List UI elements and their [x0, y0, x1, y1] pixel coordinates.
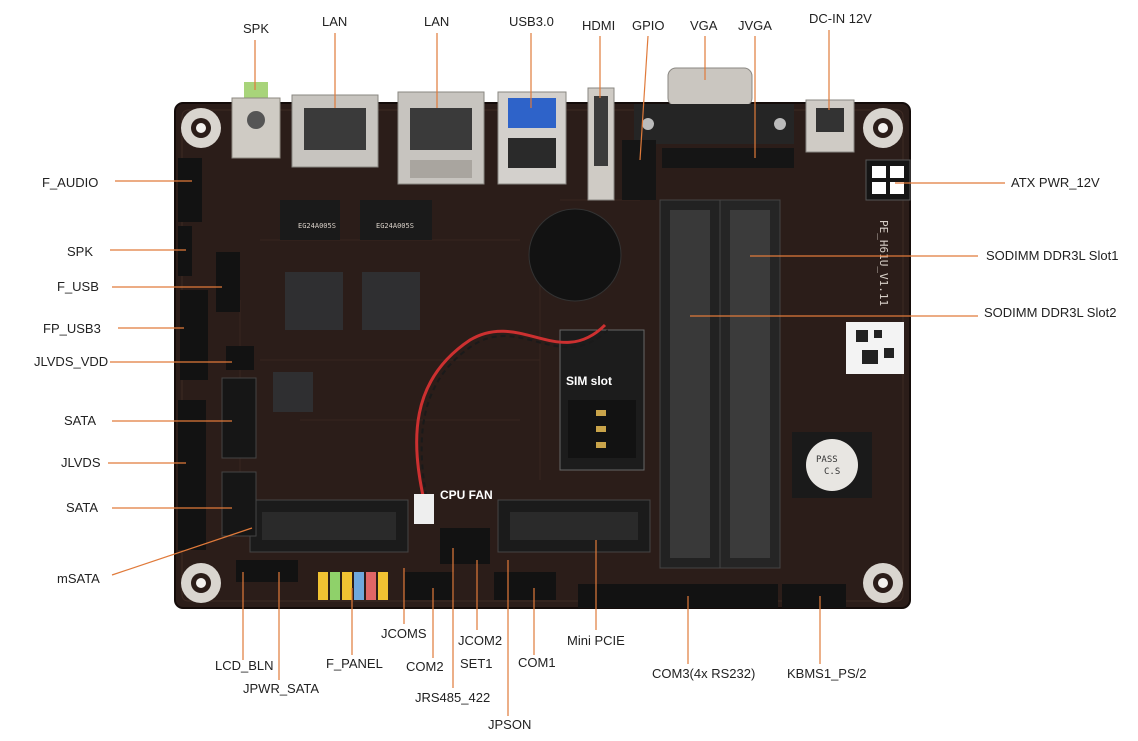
cmos-battery: [528, 208, 622, 302]
f-usb-header: [216, 252, 240, 312]
jlvds-vdd-header: [226, 346, 254, 370]
cpu-fan-cable: [415, 323, 607, 506]
label-com1: COM1: [518, 655, 556, 670]
mini-pcie-slot: [497, 499, 651, 553]
usb3-port: [497, 91, 567, 185]
cpu-fan-connector: [414, 494, 434, 524]
label-jcoms: JCOMS: [381, 626, 427, 641]
f-audio-header: [178, 158, 202, 222]
cs-sticker-text: C.S: [824, 467, 840, 477]
board-model-text: PE_H61U_V1.11: [877, 220, 890, 306]
jcom2-header: [440, 528, 490, 564]
label-f-panel: F_PANEL: [326, 656, 383, 671]
controller-chip-2: [362, 272, 420, 330]
label-mini-pcie: Mini PCIE: [567, 633, 625, 648]
label-atx-pwr: ATX PWR_12V: [1011, 175, 1100, 190]
kbms-header: [782, 584, 846, 608]
msata-slot: [249, 499, 409, 553]
lan-chip-2: EG24A005S: [360, 200, 432, 240]
spk-header: [178, 226, 192, 276]
sim-slot-label: SIM slot: [566, 374, 613, 388]
sodimm-slot-2: [659, 199, 721, 569]
label-dc-in: DC-IN 12V: [809, 11, 872, 26]
controller-chip-3: [273, 372, 313, 412]
leader-lines: [108, 30, 1005, 716]
label-hdmi: HDMI: [582, 18, 616, 33]
label-set1: SET1: [460, 656, 493, 671]
bios-chip: PASS C.S: [792, 432, 872, 498]
label-spk-left: SPK: [67, 244, 94, 259]
label-com3: COM3(4x RS232): [652, 666, 756, 681]
sim-slot-holder: [559, 329, 645, 471]
qr-sticker: [846, 322, 904, 374]
mounting-hole-tr: [863, 108, 903, 148]
label-sata-2: SATA: [66, 500, 99, 515]
chip-part-text-1: EG24A005S: [298, 222, 336, 230]
label-msata: mSATA: [57, 571, 100, 586]
label-sodimm-2: SODIMM DDR3L Slot2: [984, 305, 1117, 320]
label-sodimm-1: SODIMM DDR3L Slot1: [986, 248, 1119, 263]
f-panel-header: [318, 572, 388, 600]
com1-header: [494, 572, 556, 600]
label-vga: VGA: [690, 18, 718, 33]
pass-sticker-text: PASS: [816, 455, 838, 465]
lan-chip-1: EG24A005S: [280, 200, 340, 240]
lan-port-2: [397, 91, 485, 185]
controller-chip-1: [285, 272, 343, 330]
label-lan-2: LAN: [424, 14, 450, 29]
label-jlvds-vdd: JLVDS_VDD: [34, 354, 109, 369]
label-jvga: JVGA: [738, 18, 772, 33]
mounting-hole-bl: [181, 563, 221, 603]
chip-part-text-2: EG24A005S: [376, 222, 414, 230]
label-jpson: JPSON: [488, 717, 532, 732]
mounting-hole-br: [863, 563, 903, 603]
atx-power-connector: [865, 159, 911, 201]
label-kbms: KBMS1_PS/2: [787, 666, 867, 681]
jlvds-header: [178, 400, 206, 550]
label-lcd-bln: LCD_BLN: [215, 658, 274, 673]
label-usb3: USB3.0: [509, 14, 554, 29]
sata-connector-1: [221, 377, 257, 459]
label-lan-1: LAN: [322, 14, 348, 29]
mounting-hole-tl: [181, 108, 221, 148]
hdmi-port: [587, 87, 615, 201]
dc-in-jack: [805, 99, 855, 153]
label-com2: COM2: [406, 659, 444, 674]
label-sata-1: SATA: [64, 413, 97, 428]
label-jlvds: JLVDS: [61, 455, 101, 470]
fp-usb3-header: [180, 290, 208, 380]
sata-connector-2: [221, 471, 257, 537]
label-f-audio: F_AUDIO: [42, 175, 99, 190]
audio-jack: [231, 82, 281, 159]
jvga-header: [662, 148, 794, 168]
lcd-bln-header: [236, 560, 298, 582]
sodimm-slot-1: [719, 199, 781, 569]
label-gpio: GPIO: [632, 18, 665, 33]
label-fp-usb3: FP_USB3: [43, 321, 101, 336]
label-f-usb: F_USB: [57, 279, 99, 294]
gpio-header: [622, 140, 656, 200]
com3-header: [578, 584, 778, 608]
vga-port: [634, 67, 794, 144]
label-jcom2: JCOM2: [458, 633, 503, 648]
label-jpwr-sata: JPWR_SATA: [243, 681, 320, 696]
label-jrs485: JRS485_422: [415, 690, 491, 705]
com2-header: [404, 572, 454, 600]
label-spk-top: SPK: [243, 21, 270, 36]
cpu-fan-label: CPU FAN: [440, 488, 493, 502]
